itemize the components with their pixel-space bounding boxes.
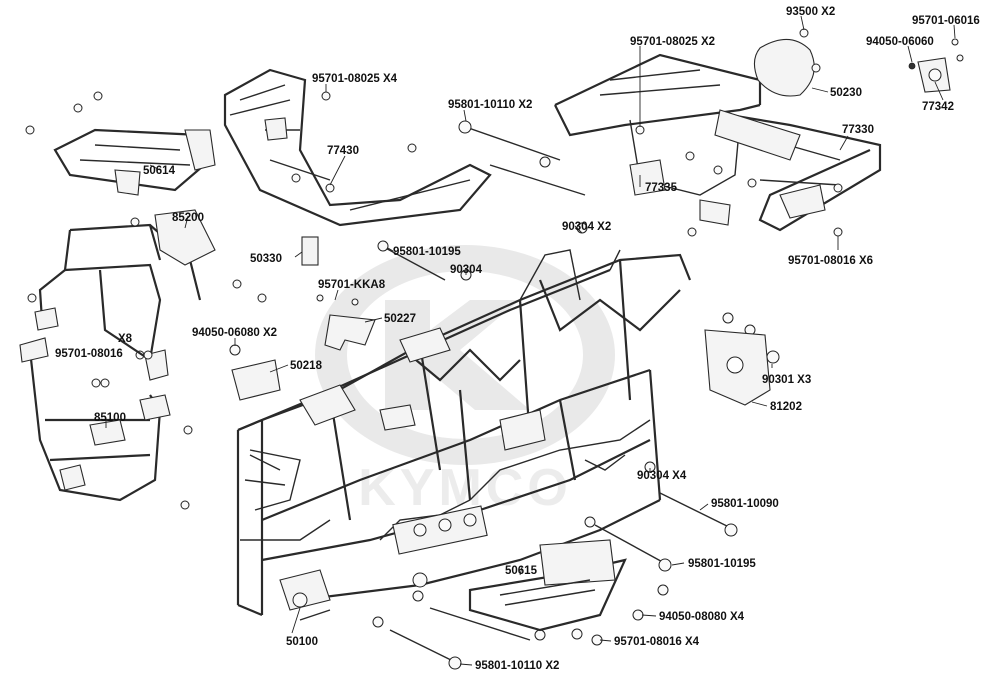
label-50218: 50218 [290,360,323,372]
part-labels: 93500 X2 95701-06016 95701-08025 X2 9405… [55,6,980,672]
leader-lines [105,15,956,666]
label-95701-08016: 95701-08016 [55,348,123,360]
label-50230: 50230 [830,87,862,99]
rack-left-top [25,91,216,196]
label-94050-08080: 94050-08080 X4 [659,611,745,623]
label-77330: 77330 [842,124,874,136]
label-95801-10090: 95801-10090 [711,498,779,510]
label-95801-10110-bottom: 95801-10110 X2 [475,660,559,672]
label-90304-x2: 90304 X2 [562,221,611,233]
label-77430: 77430 [327,145,359,157]
label-90301-x3: 90301 X3 [762,374,811,386]
rear-rack [554,53,882,237]
label-81202: 81202 [770,401,802,413]
label-50100: 50100 [286,636,318,648]
label-95701-08016-x4: 95701-08016 X4 [614,636,700,648]
label-90304: 90304 [450,264,483,276]
part-50330 [301,236,319,266]
label-77342: 77342 [922,101,954,113]
label-77335: 77335 [645,182,678,194]
label-93500: 93500 X2 [786,6,835,18]
label-50614: 50614 [143,165,176,177]
label-50330: 50330 [250,253,282,265]
footrest-50615 [468,539,627,632]
bracket-77342 [908,38,964,93]
label-95801-10110-top: 95801-10110 X2 [448,99,532,111]
front-rack [223,68,492,227]
round-cover-plate [753,28,821,97]
label-85200: 85200 [172,212,204,224]
watermark-text: KYMCO [358,459,572,517]
label-95701-06016: 95701-06016 [912,15,980,27]
bracket-50218 [231,359,281,401]
label-50227: 50227 [384,313,416,325]
label-94050-06060: 94050-06060 [866,36,934,48]
label-95701-08025-x4: 95701-08025 X4 [312,73,398,85]
label-95801-10195-bottom: 95801-10195 [688,558,756,570]
label-x8: X8 [118,333,133,345]
label-50615: 50615 [505,565,538,577]
front-carrier-frame [27,209,267,381]
main-frame [236,249,692,621]
label-95701-08016-x6: 95701-08016 X6 [788,255,873,267]
label-85100: 85100 [94,412,126,424]
label-95701-kka8: 95701-KKA8 [318,279,386,291]
label-95801-10195-top: 95801-10195 [393,246,461,258]
label-94050-06080: 94050-06080 X2 [192,327,277,339]
label-95701-08025-x2: 95701-08025 X2 [630,36,715,48]
label-90304-x4: 90304 X4 [637,470,687,482]
